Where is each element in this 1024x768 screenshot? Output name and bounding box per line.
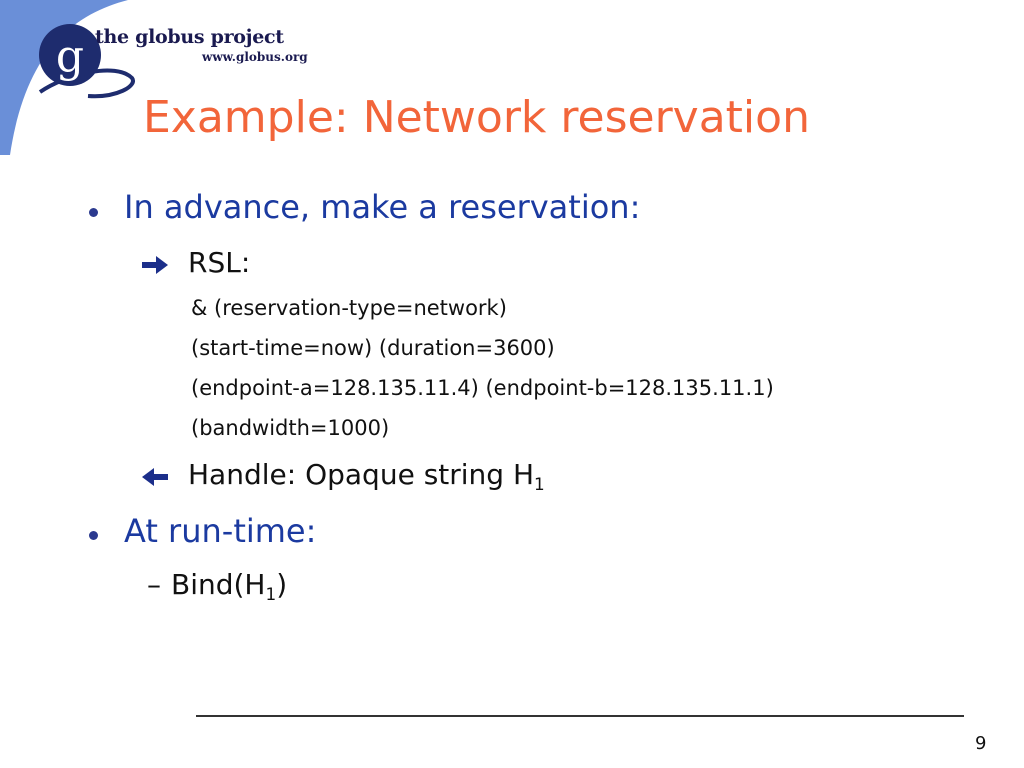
rsl-line-4: (bandwidth=1000) (191, 416, 390, 440)
corner-swoosh (0, 0, 128, 155)
handle-prefix: Handle: Opaque string H (188, 458, 535, 491)
footer-rule (196, 715, 964, 717)
bind-prefix: Bind(H (171, 568, 266, 601)
logo-url: www.globus.org (202, 50, 308, 64)
globus-logo-icon: g (38, 24, 135, 99)
bind-subscript: 1 (265, 583, 277, 604)
rsl-label: RSL: (188, 246, 251, 279)
bullet-at-run-time: At run-time: (124, 512, 317, 550)
dot-bullet-icon (89, 208, 98, 217)
dash-bullet: – (147, 568, 161, 601)
bind-suffix: ) (276, 568, 288, 601)
bind-text: Bind(H1) (171, 568, 287, 604)
slide-title: Example: Network reservation (143, 92, 810, 143)
left-arrow-icon (142, 468, 168, 486)
dot-bullet-icon (89, 531, 98, 540)
page-number: 9 (975, 733, 987, 754)
handle-text: Handle: Opaque string H1 (188, 458, 545, 494)
handle-subscript: 1 (534, 473, 545, 494)
rsl-line-1: & (reservation-type=network) (191, 296, 507, 320)
rsl-line-3: (endpoint-a=128.135.11.4) (endpoint-b=12… (191, 376, 774, 400)
logo-name: the globus project (95, 26, 284, 48)
bullet-in-advance: In advance, make a reservation: (124, 188, 641, 226)
right-arrow-icon (142, 256, 168, 274)
svg-text:g: g (56, 31, 84, 82)
rsl-line-2: (start-time=now) (duration=3600) (191, 336, 555, 360)
